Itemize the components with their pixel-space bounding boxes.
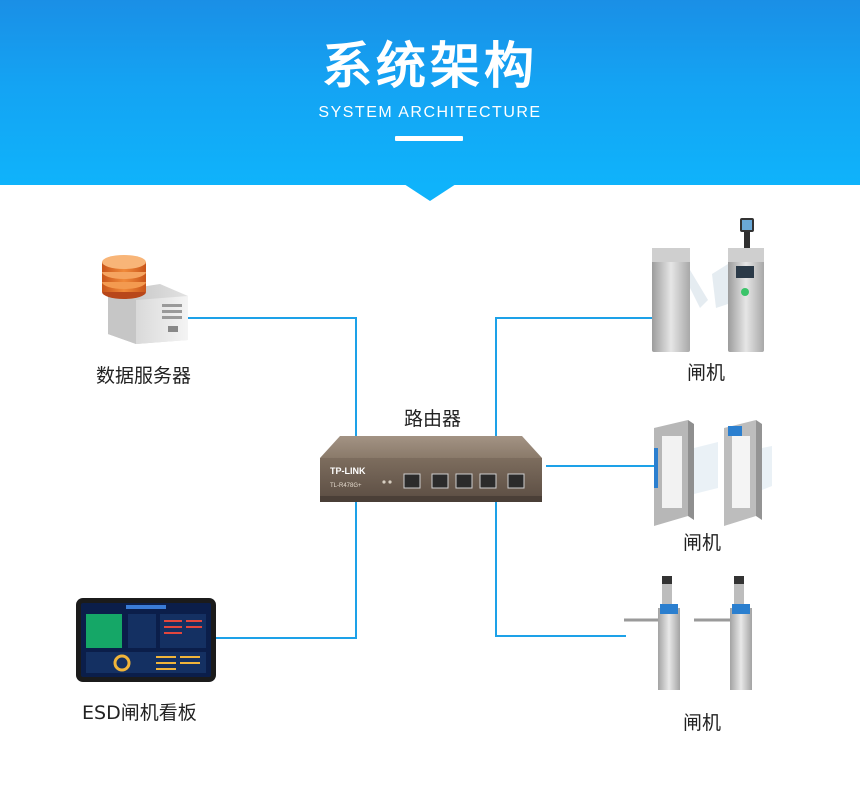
wire-server-router (186, 317, 357, 438)
tripod-turnstile-icon (624, 576, 752, 690)
server-icon (102, 255, 188, 344)
router-model: TL-R478G+ (330, 483, 362, 489)
gate-top (650, 218, 768, 354)
data-server-label: 数据服务器 (96, 365, 192, 387)
router-brand: TP-LINK (330, 466, 366, 476)
wire-router-gate-bottom (495, 500, 626, 637)
router-icon: TP-LINK TL-R478G+ (320, 436, 542, 502)
data-server (96, 248, 192, 344)
speed-gate-icon (654, 420, 772, 526)
page-subtitle: SYSTEM ARCHITECTURE (318, 104, 542, 121)
gate-bottom-label: 闸机 (683, 712, 722, 734)
page-title: 系统架构 (322, 37, 538, 95)
esd-board (76, 598, 216, 682)
header-banner (0, 0, 860, 185)
router-label: 路由器 (404, 408, 462, 430)
swing-gate-icon (652, 218, 764, 352)
gate-middle (648, 418, 772, 528)
gate-bottom (622, 574, 762, 692)
wire-board-router (216, 500, 357, 639)
header-pointer (404, 184, 456, 201)
ethernet-port-icons (403, 473, 525, 489)
gate-top-label: 闸机 (687, 362, 726, 384)
dashboard-tablet-icon (76, 598, 216, 682)
esd-board-label: ESD闸机看板 (82, 702, 197, 724)
wire-router-gate-top (495, 317, 656, 438)
title-underline (395, 136, 463, 141)
router: TP-LINK TL-R478G+ (318, 436, 544, 504)
gate-middle-label: 闸机 (683, 532, 722, 554)
